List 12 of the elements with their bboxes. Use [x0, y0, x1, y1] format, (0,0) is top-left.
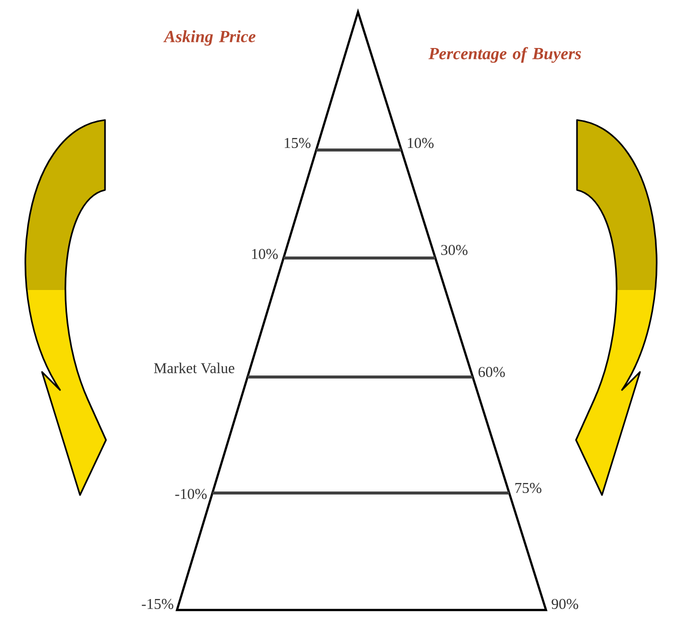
percentage-label: 30% [441, 244, 468, 256]
percentage-label: 75% [515, 482, 542, 494]
percentage-label: 10% [252, 248, 278, 260]
header-text: Asking Price [163, 30, 256, 46]
percentage-label: 90% [552, 598, 578, 610]
percentage-label: 10% [408, 138, 434, 148]
percentage-label: -10% [175, 488, 207, 500]
percentage-label: 60% [478, 366, 505, 378]
market-value-label: Market Value [154, 362, 234, 374]
header-text: Percentage of Buyers [428, 47, 581, 63]
percentage-label: 15% [284, 138, 310, 148]
percentage-label: -15% [142, 598, 174, 610]
